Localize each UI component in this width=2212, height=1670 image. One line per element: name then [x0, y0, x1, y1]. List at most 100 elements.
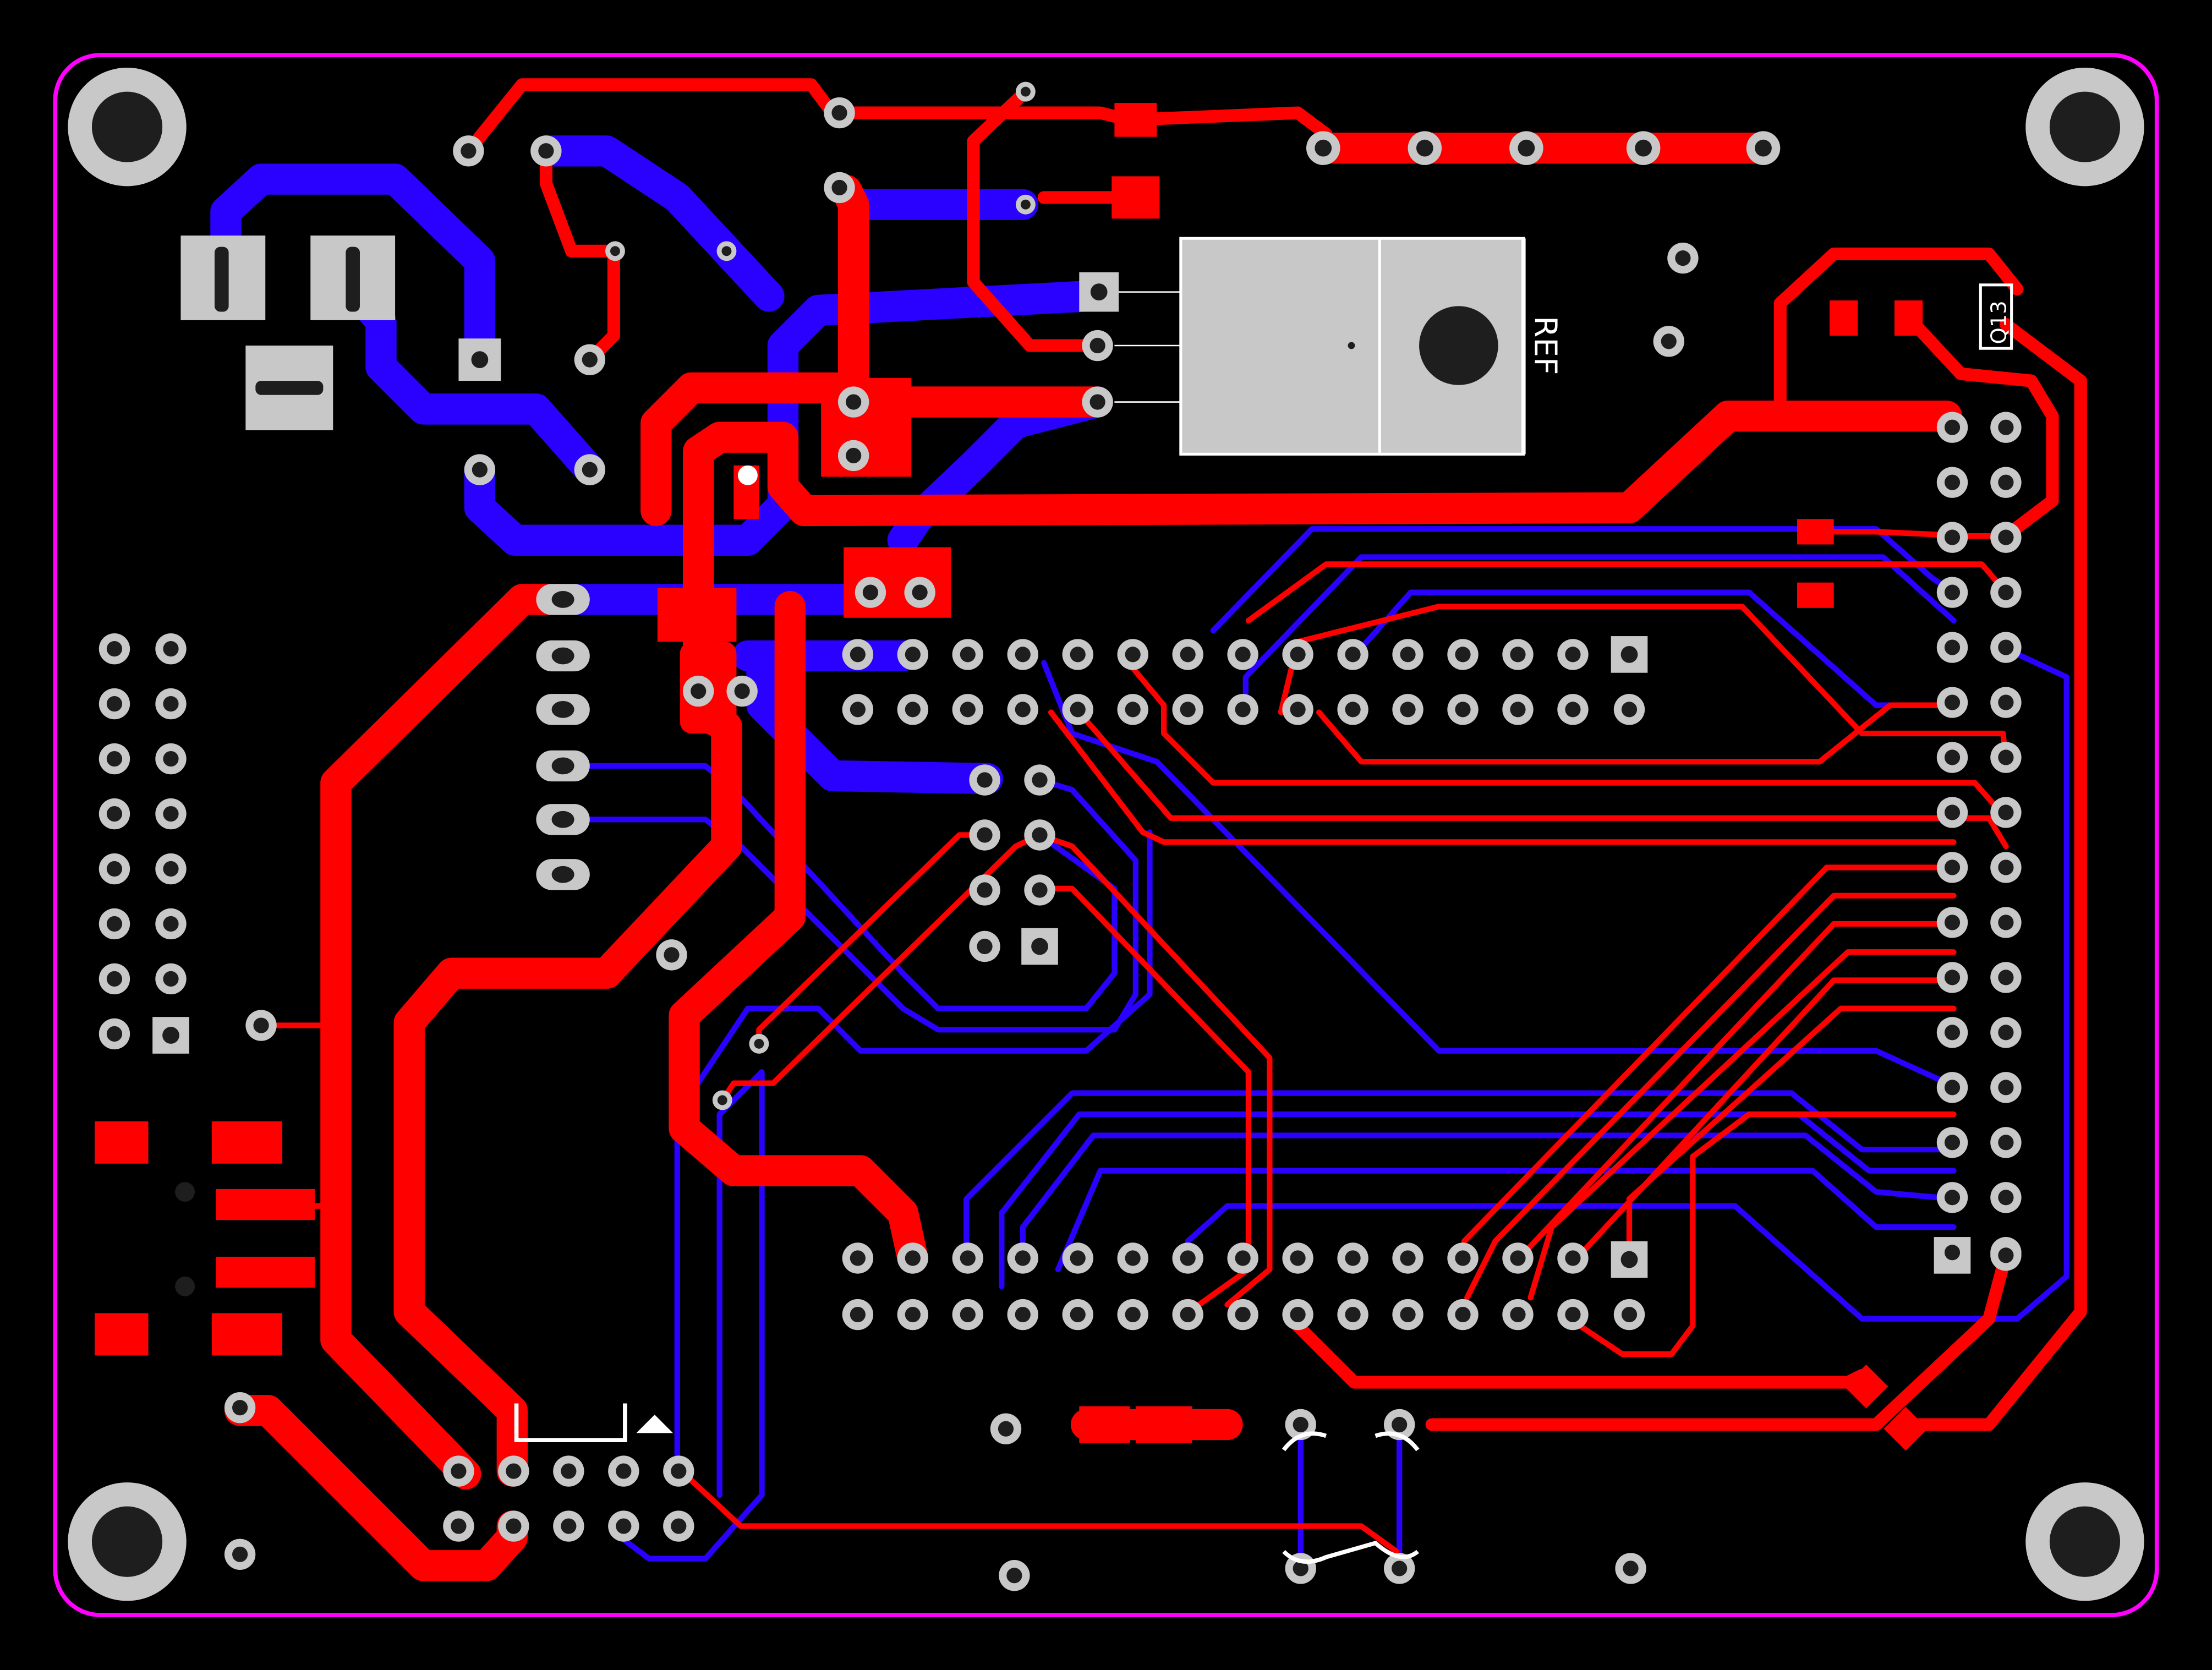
pad-drill: [1235, 1306, 1251, 1323]
pad-drill: [1944, 1025, 1961, 1041]
pad-drill: [1290, 1306, 1306, 1323]
pad-drill: [1944, 749, 1961, 765]
pad-drill: [1290, 647, 1306, 662]
pad-drill: [1998, 1190, 2014, 1206]
pad-drill: [1015, 1250, 1031, 1266]
pad-drill: [1015, 1306, 1031, 1323]
mounting-holes: [68, 68, 2144, 1601]
pad-drill: [232, 1400, 248, 1416]
pad-drill: [1089, 394, 1105, 410]
pad-drill: [1290, 1250, 1306, 1266]
pad-drill: [1944, 1080, 1961, 1096]
pad-drill: [691, 683, 707, 699]
bottom-copper-layer: [210, 135, 2069, 1572]
pad-drill: [1455, 702, 1471, 718]
pad-drill: [1015, 702, 1031, 718]
pad-drill: [1998, 915, 2014, 930]
pad-drill: [1998, 804, 2014, 820]
pad-drill: [506, 1463, 522, 1479]
pad-drill: [1032, 882, 1048, 898]
pad-drill: [1661, 333, 1677, 349]
pad-drill: [163, 861, 179, 877]
pad-drill: [106, 641, 123, 657]
pad-drill: [253, 1017, 269, 1033]
voltage-regulator: [1114, 237, 1526, 456]
pad-drill: [831, 105, 847, 121]
pad-drill: [1510, 1306, 1526, 1323]
pad-drill: [561, 1518, 577, 1534]
pad-drill: [1125, 647, 1141, 662]
regulator-ref-label: REF: [1527, 316, 1563, 375]
switch-outline: [1282, 1541, 1419, 1564]
pad-drill: [1400, 702, 1416, 718]
pad-drill: [977, 772, 993, 788]
top-pads: [95, 103, 1928, 1451]
dc-jack-pads: [180, 236, 396, 430]
pad-drill: [1998, 1025, 2014, 1041]
pad-drill: [1518, 139, 1535, 157]
pad-drill: [1070, 702, 1086, 718]
pad-drill: [846, 394, 862, 410]
pad-drill: [1020, 86, 1031, 97]
switch-outline: [1282, 1431, 1327, 1452]
pad-drill: [1125, 1306, 1141, 1323]
pad-drill: [905, 1250, 921, 1266]
pad-drill: [1070, 1306, 1086, 1323]
pad-drill: [1070, 1250, 1086, 1266]
pad-drill: [1998, 419, 2014, 435]
pad-drill: [1621, 702, 1638, 718]
top-thin-traces: [258, 529, 2009, 1554]
pad-drill: [1235, 1250, 1251, 1266]
via-marker: [737, 465, 758, 485]
pad-drill: [1944, 1135, 1961, 1151]
pad-drill: [734, 683, 750, 699]
mounting-hole-icon: [68, 68, 187, 187]
pad-drill: [1235, 702, 1251, 718]
pad-drill: [1998, 749, 2014, 765]
pad-drill: [1510, 1250, 1526, 1266]
pad-drill: [1998, 474, 2014, 490]
pad-drill: [1006, 1568, 1022, 1584]
connector-outline: [514, 1403, 627, 1443]
pad-drill: [1998, 529, 2014, 545]
switch-outline: [1375, 1431, 1420, 1452]
pad-drill: [1293, 1561, 1308, 1576]
pad-drill: [977, 827, 993, 843]
pad-drill: [1621, 1306, 1638, 1323]
pad-drill: [163, 696, 179, 712]
pad-drill: [163, 916, 179, 932]
pad-drill: [664, 947, 680, 963]
pad-drill: [1125, 702, 1141, 718]
pad-drill: [905, 702, 921, 718]
mounting-hole-icon: [68, 1482, 187, 1601]
pad-drill: [1565, 1250, 1581, 1266]
pad-drill: [1944, 419, 1961, 435]
pad-drill: [1400, 1250, 1416, 1266]
pad-drill: [960, 647, 976, 662]
pad-drill: [671, 1463, 687, 1479]
pad-drill: [960, 1250, 976, 1266]
pad-drill: [960, 1306, 976, 1323]
q13-ref-label: Q13: [1986, 300, 2011, 344]
pad-drill: [461, 143, 477, 159]
pad-drill: [1180, 1306, 1196, 1323]
pad-drill: [1392, 1416, 1408, 1433]
pad-drill: [1944, 915, 1961, 930]
pad-drill: [1998, 859, 2014, 875]
pad-drill: [1944, 970, 1961, 985]
pad-drill: [1125, 1250, 1141, 1266]
pad-drill: [671, 1518, 687, 1534]
square-pad-drills: [162, 283, 1961, 1268]
pad-drill: [1998, 970, 2014, 985]
pad-drill: [1998, 639, 2014, 655]
triangle-up-icon: [636, 1415, 674, 1433]
pad-drill: [1400, 1306, 1416, 1323]
pad-drill: [1015, 647, 1031, 662]
pad-drill: [1565, 1306, 1581, 1323]
pad-drill: [1290, 702, 1306, 718]
pad-drill: [472, 462, 488, 478]
pad-drill: [106, 971, 123, 987]
pad-drill: [561, 1463, 577, 1479]
pad-drill: [1510, 647, 1526, 662]
